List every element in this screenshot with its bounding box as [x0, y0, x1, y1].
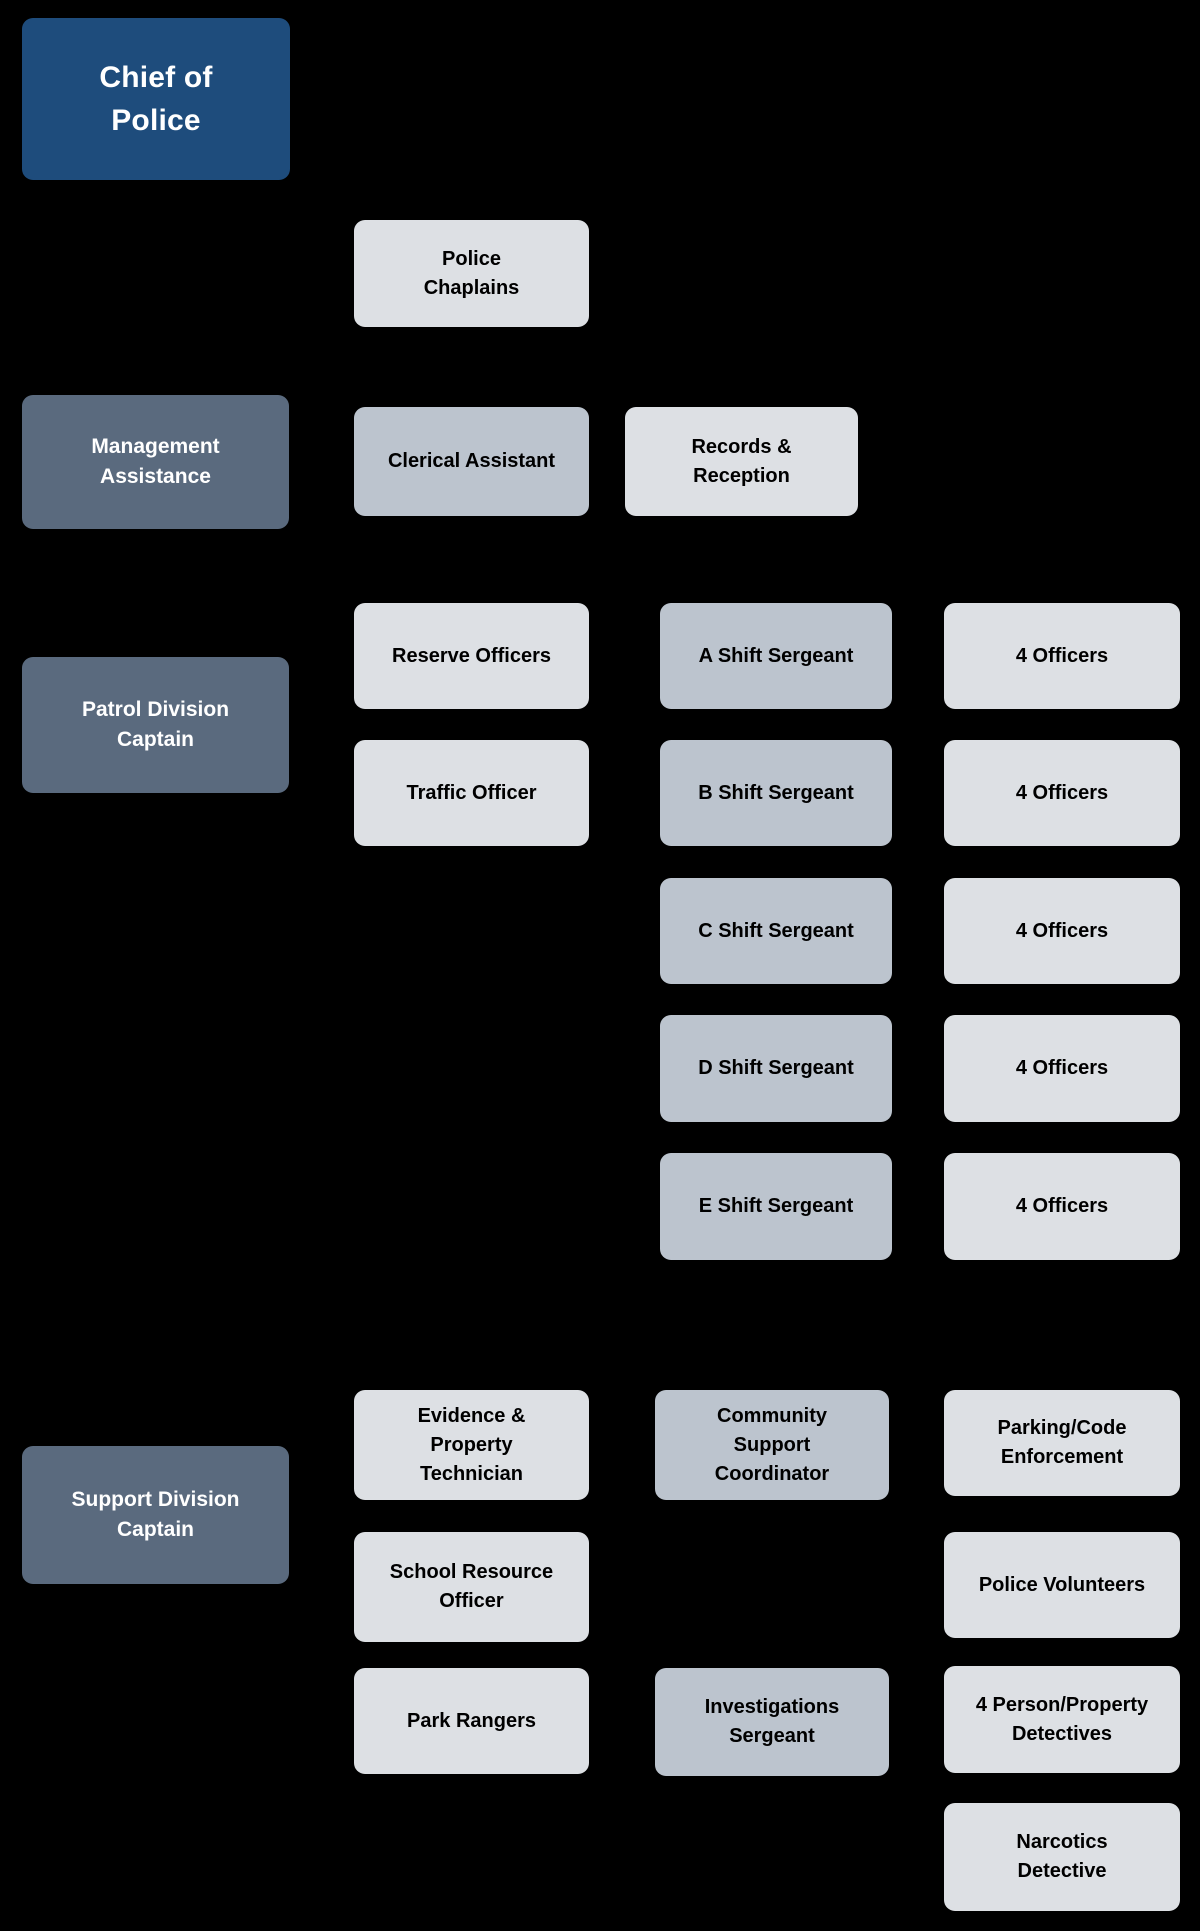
org-node-person-property-detectives: 4 Person/Property Detectives	[944, 1666, 1180, 1773]
org-node-e-shift-sergeant: E Shift Sergeant	[660, 1153, 892, 1260]
org-node-community-support-coordinator: Community Support Coordinator	[655, 1390, 889, 1500]
node-label: Clerical Assistant	[387, 450, 556, 472]
org-node-b-shift-sergeant: B Shift Sergeant	[660, 740, 892, 846]
node-label: Community Support Coordinator	[714, 1404, 830, 1485]
org-node-traffic-officer: Traffic Officer	[354, 740, 589, 846]
node-label: A Shift Sergeant	[698, 644, 854, 667]
org-node-officers-e: 4 Officers	[944, 1153, 1180, 1260]
org-node-police-chaplains: Police Chaplains	[354, 220, 589, 327]
node-label: 4 Officers	[1015, 781, 1109, 804]
node-label: B Shift Sergeant	[698, 781, 854, 804]
org-node-support-division-captain: Support Division Captain	[22, 1446, 289, 1584]
node-label: Police Chaplains	[423, 247, 520, 299]
node-label: 4 Officers	[1015, 644, 1109, 667]
node-label: Management Assistance	[91, 434, 220, 488]
node-label: E Shift Sergeant	[698, 1195, 854, 1217]
org-node-clerical-assistant: Clerical Assistant	[354, 407, 589, 516]
org-node-officers-d: 4 Officers	[944, 1015, 1180, 1122]
org-node-school-resource-officer: School Resource Officer	[354, 1532, 589, 1642]
node-label: Investigations Sergeant	[704, 1696, 840, 1747]
node-label: Evidence & Property Technician	[417, 1404, 526, 1485]
org-node-officers-a: 4 Officers	[944, 603, 1180, 709]
org-node-patrol-division-captain: Patrol Division Captain	[22, 657, 289, 793]
org-node-narcotics-detective: Narcotics Detective	[944, 1803, 1180, 1911]
node-label: 4 Person/Property Detectives	[975, 1693, 1149, 1745]
org-node-c-shift-sergeant: C Shift Sergeant	[660, 878, 892, 984]
node-label: Police Volunteers	[978, 1573, 1146, 1596]
node-label: Park Rangers	[407, 1709, 536, 1732]
org-node-parking-code-enforcement: Parking/Code Enforcement	[944, 1390, 1180, 1496]
org-node-records-reception: Records & Reception	[625, 407, 858, 516]
org-node-reserve-officers: Reserve Officers	[354, 603, 589, 709]
org-node-police-volunteers: Police Volunteers	[944, 1532, 1180, 1638]
org-node-management-assistance: Management Assistance	[22, 395, 289, 529]
node-label: Reserve Officers	[392, 644, 551, 667]
node-label: School Resource Officer	[389, 1561, 554, 1612]
org-node-park-rangers: Park Rangers	[354, 1668, 589, 1774]
node-label: 4 Officers	[1015, 1195, 1109, 1217]
node-label: Traffic Officer	[406, 781, 537, 804]
org-node-investigations-sergeant: Investigations Sergeant	[655, 1668, 889, 1776]
node-label: 4 Officers	[1015, 1057, 1109, 1079]
node-label: Chief of Police	[99, 60, 213, 138]
node-label: Records & Reception	[691, 435, 792, 487]
node-label: D Shift Sergeant	[698, 1057, 854, 1079]
org-node-officers-c: 4 Officers	[944, 878, 1180, 984]
node-label: Parking/Code Enforcement	[997, 1417, 1127, 1468]
node-label: Narcotics Detective	[1016, 1831, 1108, 1882]
node-label: C Shift Sergeant	[698, 919, 854, 942]
org-node-officers-b: 4 Officers	[944, 740, 1180, 846]
node-label: Patrol Division Captain	[81, 697, 230, 751]
org-node-evidence-property-technician: Evidence & Property Technician	[354, 1390, 589, 1500]
node-label: 4 Officers	[1015, 919, 1109, 942]
org-node-chief-of-police: Chief of Police	[22, 18, 290, 180]
org-node-d-shift-sergeant: D Shift Sergeant	[660, 1015, 892, 1122]
org-node-a-shift-sergeant: A Shift Sergeant	[660, 603, 892, 709]
node-label: Support Division Captain	[71, 1487, 240, 1541]
